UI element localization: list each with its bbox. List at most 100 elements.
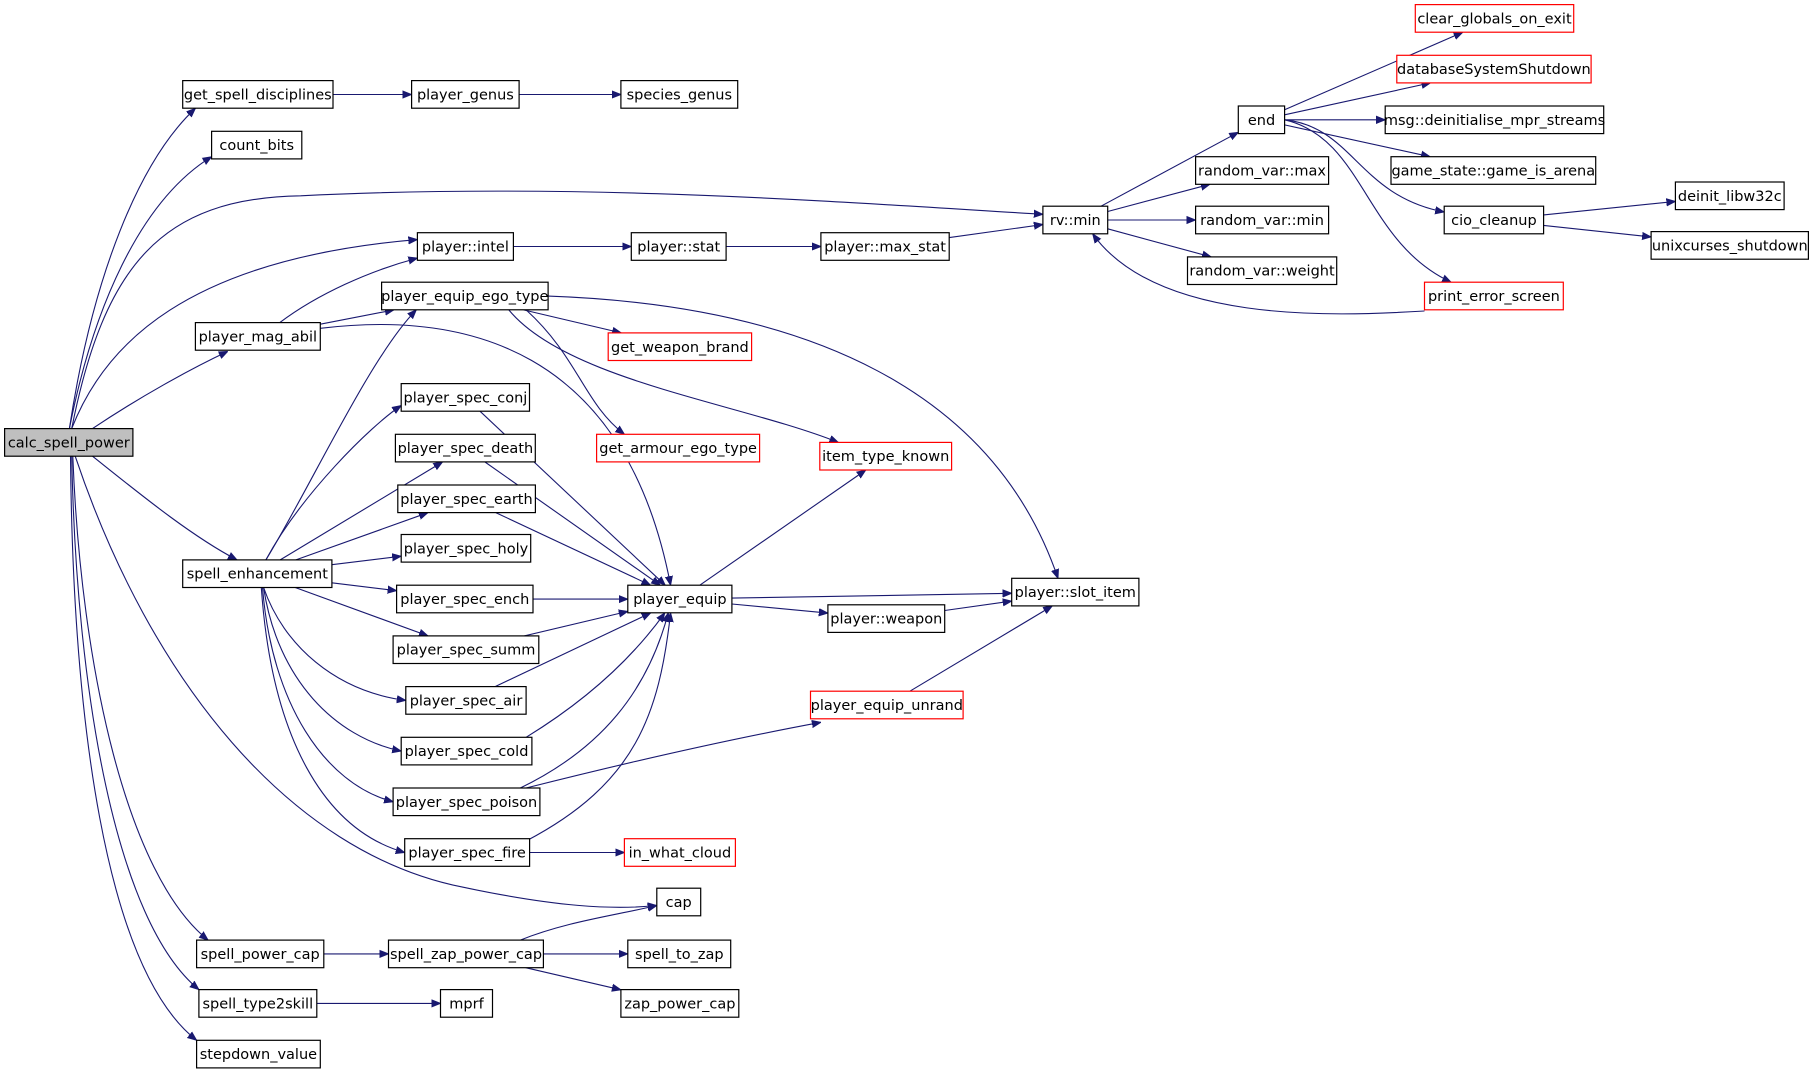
node-player-spec-death[interactable]: player_spec_death	[394, 433, 536, 463]
node-player-weapon[interactable]: player::weapon	[827, 604, 946, 633]
node-box[interactable]	[198, 988, 318, 1018]
node-player-genus[interactable]: player_genus	[411, 79, 520, 109]
node-player-spec-ench[interactable]: player_spec_ench	[396, 584, 534, 614]
node-box[interactable]	[809, 690, 964, 720]
node-box[interactable]	[397, 484, 536, 514]
node-deinit-libw32c[interactable]: deinit_libw32c	[1674, 181, 1785, 211]
node-player-mag-abil[interactable]: player_mag_abil	[194, 322, 321, 351]
node-mprf[interactable]: mprf	[439, 988, 494, 1018]
node-clear-globals-on-exit[interactable]: clear_globals_on_exit	[1414, 3, 1575, 33]
node-calc-spell-power[interactable]: calc_spell_power	[3, 428, 134, 457]
node-player-intel[interactable]: player::intel	[416, 232, 514, 261]
node-unixcurses-shutdown[interactable]: unixcurses_shutdown	[1650, 231, 1809, 260]
node-box[interactable]	[404, 838, 531, 867]
node-box[interactable]	[1194, 156, 1330, 185]
node-spell-zap-power-cap[interactable]: spell_zap_power_cap	[387, 939, 544, 969]
node-player-spec-cold[interactable]: player_spec_cold	[400, 736, 533, 766]
node-box[interactable]	[400, 383, 531, 412]
node-box[interactable]	[396, 584, 534, 614]
node-spell-power-cap[interactable]: spell_power_cap	[196, 939, 325, 969]
node-player-spec-earth[interactable]: player_spec_earth	[397, 484, 536, 514]
node-box[interactable]	[211, 130, 303, 160]
node-box[interactable]	[182, 79, 334, 109]
node-box[interactable]	[394, 433, 536, 463]
node-item-type-known[interactable]: item_type_known	[819, 441, 953, 471]
node-print-error-screen[interactable]: print_error_screen	[1423, 281, 1564, 311]
node-box[interactable]	[623, 838, 737, 867]
node-player-stat[interactable]: player::stat	[630, 232, 727, 261]
node-player-spec-holy[interactable]: player_spec_holy	[400, 533, 532, 563]
node-box[interactable]	[1390, 156, 1597, 185]
node-box[interactable]	[392, 635, 540, 665]
node-box[interactable]	[1674, 181, 1785, 211]
node-species-genus[interactable]: species_genus	[620, 79, 739, 109]
node-box[interactable]	[1237, 105, 1286, 135]
node-get-spell-disciplines[interactable]: get_spell_disciplines	[182, 79, 334, 109]
node-cap[interactable]: cap	[656, 887, 702, 917]
node-box[interactable]	[656, 887, 702, 917]
node-game-state-game-is-arena[interactable]: game_state::game_is_arena	[1390, 156, 1597, 185]
node-box[interactable]	[400, 736, 533, 766]
node-player-equip-ego-type[interactable]: player_equip_ego_type	[381, 281, 549, 311]
node-spell-to-zap[interactable]: spell_to_zap	[627, 939, 732, 969]
node-spell-type2skill[interactable]: spell_type2skill	[198, 988, 318, 1018]
node-box[interactable]	[1194, 205, 1330, 235]
node-box[interactable]	[620, 79, 739, 109]
node-box[interactable]	[405, 685, 527, 715]
node-player-spec-fire[interactable]: player_spec_fire	[404, 838, 531, 867]
node-box[interactable]	[411, 79, 520, 109]
node-player-spec-summ[interactable]: player_spec_summ	[392, 635, 540, 665]
node-box[interactable]	[1423, 281, 1564, 311]
node-zap-power-cap[interactable]: zap_power_cap	[620, 988, 740, 1018]
node-box[interactable]	[1396, 54, 1592, 84]
node-box[interactable]	[400, 533, 532, 563]
node-get-armour-ego-type[interactable]: get_armour_ego_type	[595, 433, 761, 463]
node-box[interactable]	[381, 281, 549, 311]
node-box[interactable]	[1414, 3, 1575, 33]
node-stepdown-value[interactable]: stepdown_value	[196, 1039, 321, 1069]
node-box[interactable]	[1186, 256, 1338, 286]
node-count-bits[interactable]: count_bits	[211, 130, 303, 160]
node-box[interactable]	[827, 604, 946, 633]
node-player-spec-air[interactable]: player_spec_air	[405, 685, 527, 715]
node-box[interactable]	[416, 232, 514, 261]
node-box[interactable]	[620, 988, 740, 1018]
node-player-spec-conj[interactable]: player_spec_conj	[400, 383, 531, 412]
node-rv-min[interactable]: rv::min	[1042, 205, 1109, 235]
node-box[interactable]	[627, 939, 732, 969]
node-random-var-min[interactable]: random_var::min	[1194, 205, 1330, 235]
node-spell-enhancement[interactable]: spell_enhancement	[182, 559, 333, 589]
node-box[interactable]	[194, 322, 321, 351]
node-box[interactable]	[1650, 231, 1809, 260]
node-box[interactable]	[1011, 577, 1140, 607]
node-box[interactable]	[3, 428, 134, 457]
node-box[interactable]	[196, 939, 325, 969]
node-random-var-weight[interactable]: random_var::weight	[1186, 256, 1338, 286]
node-get-weapon-brand[interactable]: get_weapon_brand	[607, 332, 753, 362]
node-box[interactable]	[387, 939, 544, 969]
node-end[interactable]: end	[1237, 105, 1286, 135]
node-box[interactable]	[1042, 205, 1109, 235]
node-player-equip-unrand[interactable]: player_equip_unrand	[809, 690, 964, 720]
node-box[interactable]	[1384, 105, 1605, 135]
node-box[interactable]	[1443, 205, 1545, 235]
node-box[interactable]	[630, 232, 727, 261]
node-player-slot-item[interactable]: player::slot_item	[1011, 577, 1140, 607]
node-box[interactable]	[182, 559, 333, 589]
node-box[interactable]	[627, 584, 733, 614]
node-random-var-max[interactable]: random_var::max	[1194, 156, 1330, 185]
node-cio-cleanup[interactable]: cio_cleanup	[1443, 205, 1545, 235]
node-in-what-cloud[interactable]: in_what_cloud	[623, 838, 737, 867]
node-box[interactable]	[595, 433, 761, 463]
node-box[interactable]	[196, 1039, 321, 1069]
node-box[interactable]	[439, 988, 494, 1018]
node-player-spec-poison[interactable]: player_spec_poison	[392, 787, 541, 817]
node-box[interactable]	[820, 232, 950, 261]
node-msg-deinitialise-mpr-streams[interactable]: msg::deinitialise_mpr_streams	[1384, 105, 1605, 135]
node-box[interactable]	[819, 441, 953, 471]
node-box[interactable]	[392, 787, 541, 817]
node-player-max-stat[interactable]: player::max_stat	[820, 232, 950, 261]
node-databasesystemshutdown[interactable]: databaseSystemShutdown	[1396, 54, 1592, 84]
node-box[interactable]	[607, 332, 753, 362]
node-player-equip[interactable]: player_equip	[627, 584, 733, 614]
